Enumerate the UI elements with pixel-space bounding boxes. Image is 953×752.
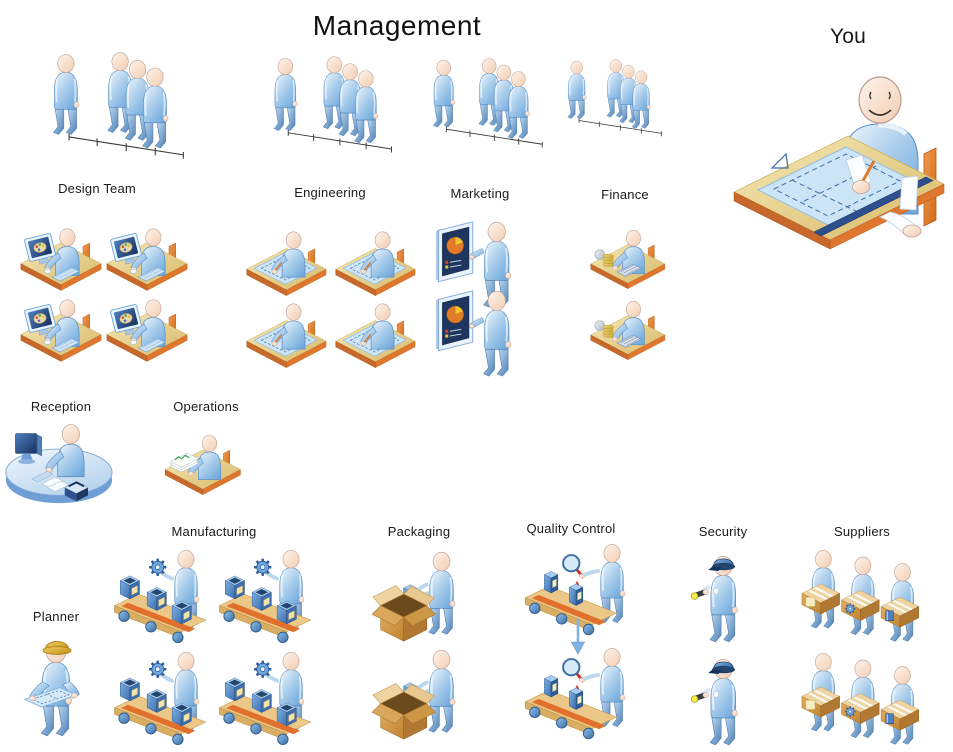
accounting-desk-icon — [588, 226, 668, 288]
drafting-desk-icon — [242, 298, 330, 368]
quality-control-label: Quality Control — [526, 521, 616, 536]
team-icon — [262, 56, 402, 151]
assembly-line-icon — [112, 548, 214, 646]
box-carriers-icon — [802, 653, 930, 751]
hard-hat-planner-icon — [20, 631, 92, 750]
assembly-line-icon — [217, 548, 319, 646]
drafting-desk-icon — [331, 298, 419, 368]
designer-workstation-icon — [18, 293, 104, 363]
group-you: You — [728, 20, 953, 292]
team-icon — [558, 59, 670, 135]
team-icon — [422, 58, 552, 146]
group-finance: Finance — [556, 56, 686, 368]
group-suppliers: Suppliers — [798, 524, 938, 752]
group-operations: Operations — [146, 399, 271, 499]
person-at-drafting-table-icon — [728, 62, 950, 290]
designer-workstation-icon — [104, 293, 190, 363]
packaging-label: Packaging — [387, 524, 451, 539]
marketing-label: Marketing — [450, 186, 510, 201]
you-label: You — [829, 25, 867, 48]
packing-box-icon — [372, 548, 470, 644]
group-planner: Planner — [0, 609, 115, 752]
accounting-desk-icon — [588, 297, 668, 359]
page-title: Management — [312, 10, 482, 41]
designer-workstation-icon — [104, 222, 190, 292]
operations-label: Operations — [173, 399, 239, 414]
group-reception: Reception — [0, 399, 125, 514]
manufacturing-label: Manufacturing — [171, 524, 257, 539]
reception-label: Reception — [30, 399, 92, 414]
group-engineering: Engineering — [238, 54, 428, 368]
group-security: Security — [660, 524, 790, 752]
group-packaging: Packaging — [358, 524, 483, 752]
team-icon — [40, 52, 195, 157]
designer-workstation-icon — [18, 222, 104, 292]
guard-with-flashlight-icon — [692, 651, 755, 751]
drafting-desk-icon — [331, 226, 419, 296]
pie-chart-presenter-icon — [432, 219, 524, 295]
group-manufacturing: Manufacturing — [110, 524, 325, 752]
guard-with-flashlight-icon — [692, 548, 755, 648]
flow-down-arrow-icon — [570, 619, 586, 655]
engineering-label: Engineering — [294, 185, 366, 200]
assembly-line-icon — [112, 650, 214, 748]
assembly-line-icon — [217, 650, 319, 748]
finance-label: Finance — [601, 187, 649, 202]
group-marketing: Marketing — [420, 56, 540, 368]
packing-box-icon — [372, 646, 470, 742]
group-design-team: Design Team — [18, 52, 208, 368]
planner-label: Planner — [32, 609, 80, 624]
box-carriers-icon — [802, 550, 930, 648]
pie-chart-presenter-icon — [432, 288, 524, 364]
suppliers-label: Suppliers — [834, 524, 890, 539]
magnifier-inspection-icon — [516, 648, 640, 744]
security-label: Security — [698, 524, 748, 539]
design-team-label: Design Team — [58, 181, 136, 196]
paperwork-desk-icon — [162, 431, 244, 494]
group-quality-control: Quality Control — [508, 521, 648, 752]
reception-desk-icon — [3, 418, 115, 511]
drafting-desk-icon — [242, 226, 330, 296]
